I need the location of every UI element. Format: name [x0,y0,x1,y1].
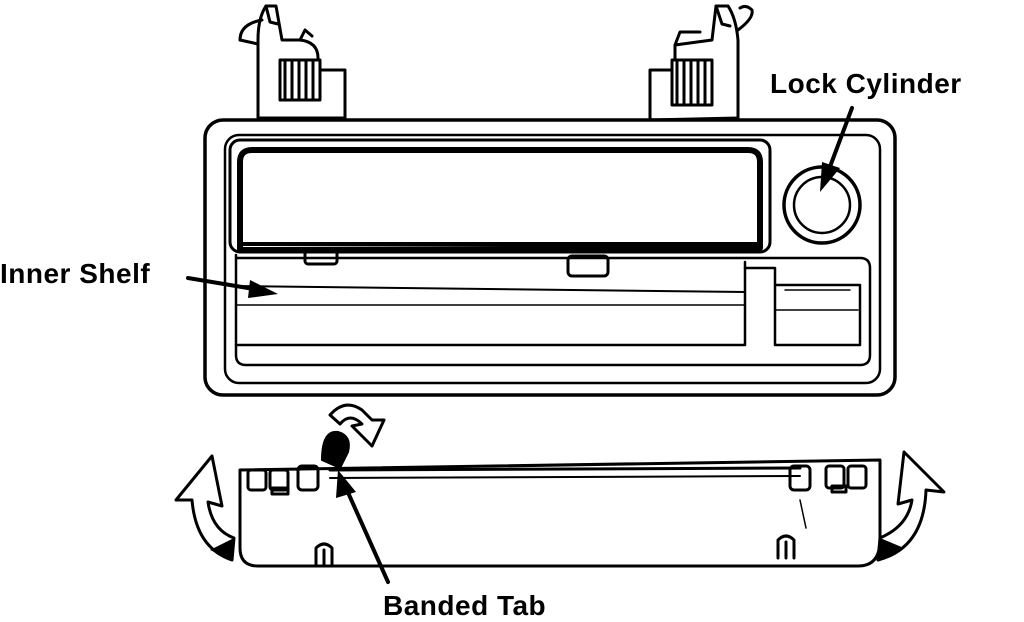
lock-cylinder-label: Lock Cylinder [770,68,962,99]
rotate-arrow-left [174,454,236,562]
right-spring [670,58,714,107]
banded-tab-arrow [336,470,390,584]
inner-shelf-arrow [186,276,278,298]
handle-housing [203,118,897,397]
handle-rod-assembly [238,430,882,568]
banded-tab-label: Banded Tab [383,590,547,621]
rotate-arrow-top [328,403,386,448]
right-mounting-bracket [648,4,754,122]
rotate-arrow-right [876,450,946,562]
lock-cylinder [782,165,862,245]
inner-shelf-label: Inner Shelf [0,258,151,289]
lock-cylinder-arrow [820,106,854,192]
left-spring [278,58,322,102]
left-mounting-bracket [238,4,347,122]
